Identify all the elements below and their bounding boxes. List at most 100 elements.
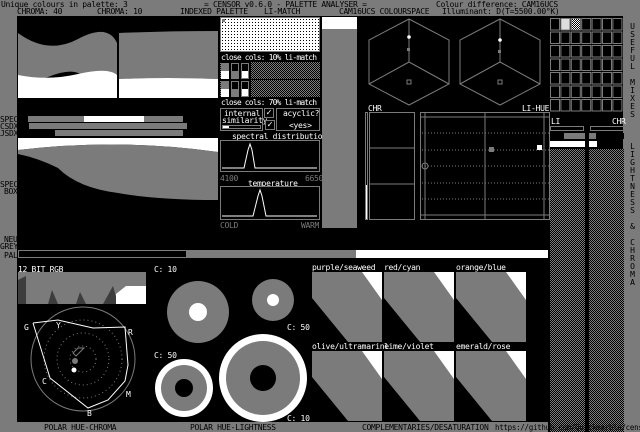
mix-cell[interactable] [612, 18, 623, 31]
pair-swatch [231, 81, 239, 97]
mix-cell[interactable] [612, 31, 623, 44]
mix-cell[interactable] [550, 58, 560, 71]
mix-cell[interactable] [612, 85, 623, 98]
pal-bar-grey [186, 250, 356, 258]
li-match-label: LI-MATCH [264, 7, 301, 16]
mix-cell[interactable] [591, 72, 602, 85]
useful-mixes-grid[interactable] [549, 17, 623, 113]
indexed-palette-grid[interactable] [220, 17, 320, 52]
complementary-label: olive/ultramarine [312, 342, 389, 351]
mix-cell[interactable] [570, 31, 581, 44]
mix-cell[interactable] [550, 72, 560, 85]
similarity-fill [223, 126, 229, 128]
mix-cell[interactable] [570, 99, 581, 112]
hue-r: R [128, 328, 133, 337]
li-bar-1 [550, 126, 584, 131]
mix-cell[interactable] [581, 31, 592, 44]
mix-cell[interactable] [560, 99, 571, 112]
complementary-tile [384, 272, 454, 342]
mix-cell[interactable] [591, 85, 602, 98]
mix-cell[interactable] [591, 58, 602, 71]
unique-colours-count: Unique colours in palette: 3 [1, 0, 128, 9]
mix-cell[interactable] [602, 99, 612, 112]
mix-cell[interactable] [581, 58, 592, 71]
chr-bar-2 [589, 133, 624, 139]
mix-cell[interactable] [591, 99, 602, 112]
rgb12-plot [18, 272, 146, 304]
mix-cell[interactable] [560, 31, 571, 44]
polar-hue-chroma-label: POLAR HUE-CHROMA [44, 423, 117, 432]
mix-cell[interactable] [550, 99, 560, 112]
mix-cell[interactable] [602, 31, 612, 44]
mix-cell[interactable] [570, 85, 581, 98]
mix-cell[interactable] [581, 72, 592, 85]
colourspace-views [368, 18, 541, 106]
c10-label-a: C: 10 [154, 265, 177, 274]
colourspace-label: CAM16UCS COLOURSPACE [339, 7, 430, 16]
chr-label: CHR [368, 104, 382, 113]
neu-grey-label: NEU [4, 235, 18, 244]
mix-cell[interactable] [591, 18, 602, 31]
spec-bar [28, 116, 84, 122]
internal-checkbox[interactable]: ✓ [264, 108, 274, 118]
spec-bar-white [84, 116, 144, 122]
mix-cell[interactable] [612, 99, 623, 112]
hue-y: Y [56, 321, 61, 330]
spectral-label: spectral distribution [232, 132, 327, 141]
li-hue-label: LI-HUE [522, 104, 550, 113]
mix-cell[interactable] [602, 18, 612, 31]
mix-cell[interactable] [602, 72, 612, 85]
mix-cell[interactable] [581, 85, 592, 98]
mix-cell[interactable] [602, 45, 612, 58]
mix-cell[interactable] [550, 85, 560, 98]
mix-cell[interactable] [591, 31, 602, 44]
pair-swatch [221, 63, 229, 79]
mix-cell[interactable] [591, 45, 602, 58]
acyclic-checkbox[interactable]: ✓ [265, 120, 275, 130]
mix-cell[interactable] [581, 99, 592, 112]
github-link[interactable]: https://github.com/Quickmarble/censor [495, 423, 640, 432]
complementary-label: orange/blue [456, 263, 506, 272]
illuminant: Illuminant: D(T=5500.00°K) [442, 7, 560, 16]
complementary-label: lime/violet [384, 342, 434, 351]
mix-cell[interactable] [550, 45, 560, 58]
mix-cell[interactable] [612, 72, 623, 85]
chroma-10-label: CHROMA: 10 [97, 7, 143, 16]
rgb12-label: 12 BIT RGB [18, 265, 64, 274]
mix-cell[interactable] [570, 58, 581, 71]
mix-cell[interactable] [602, 85, 612, 98]
internal-similarity-box [220, 108, 263, 131]
mix-cell[interactable] [570, 72, 581, 85]
mix-cell[interactable] [581, 18, 592, 31]
mix-cell[interactable] [560, 18, 571, 31]
indexed-palette-label: INDEXED PALETTE [180, 7, 248, 16]
pal-label: PAL [4, 251, 18, 260]
mix-cell[interactable] [560, 72, 571, 85]
colour-difference: Colour difference: CAM16UCS [436, 0, 558, 9]
mix-cell[interactable] [612, 58, 623, 71]
mix-cell[interactable] [570, 45, 581, 58]
complementary-label: red/cyan [384, 263, 421, 272]
polar-hue-lightness-plot [155, 279, 307, 422]
acyclic-label: acyclic? [283, 109, 320, 118]
mix-cell[interactable] [550, 31, 560, 44]
mix-cell[interactable] [570, 18, 581, 31]
mix-cell[interactable] [560, 45, 571, 58]
c50-label-a: C: 50 [287, 323, 310, 332]
mix-cell[interactable] [602, 58, 612, 71]
mix-cell[interactable] [560, 85, 571, 98]
similarity-slider[interactable] [222, 125, 261, 129]
spec-box-plot [18, 138, 218, 200]
hue-b: B [87, 409, 92, 418]
mix-cell[interactable] [550, 18, 560, 31]
similarity-label: similarity [222, 116, 268, 125]
spec-label: SPEC [0, 115, 19, 124]
pair-swatch [241, 63, 249, 79]
mix-cell[interactable] [612, 45, 623, 58]
mix-cell[interactable] [560, 58, 571, 71]
pair-swatch [231, 63, 239, 79]
csdx-bar [29, 123, 187, 129]
close-cols-70-label: close cols: 70% li-match [221, 98, 317, 107]
complementary-label: emerald/rose [456, 342, 511, 351]
mix-cell[interactable] [581, 45, 592, 58]
